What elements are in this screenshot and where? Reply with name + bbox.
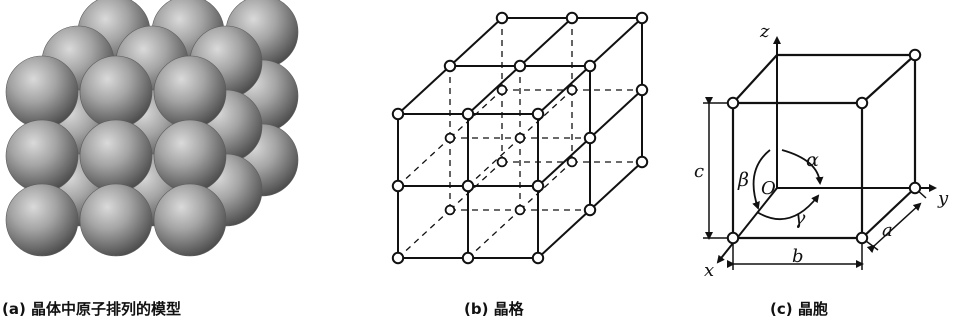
z-axis-label: z [759,21,770,42]
lattice-point [514,132,526,144]
unit-cell-diagram: z y x O c b a α β γ [694,21,949,281]
lattice-hidden-edge [467,209,521,259]
lattice-point [514,204,526,216]
lattice-point [583,131,597,145]
alpha-label: α [806,149,819,171]
dimension-a [866,202,922,253]
lattice-edge [449,17,503,67]
edge-b-label: b [792,246,804,267]
cell-corner-atoms [726,48,922,245]
lattice-edge [467,65,521,115]
atom-sphere [153,183,227,257]
lattice-point [531,107,545,121]
lattice-point [461,179,475,193]
lattice-point [583,203,597,217]
alpha-arc [781,149,824,185]
lattice-point [635,11,649,25]
dimension-lines [703,97,927,270]
lattice-point [444,204,456,216]
atom-sphere [153,119,227,193]
beta-label: β [737,169,749,191]
lattice-point [391,251,405,265]
lattice-point [495,11,509,25]
edge-c-label: c [694,161,704,182]
edge-a-label: a [882,220,893,241]
gamma-arc [756,194,820,221]
lattice-edge [589,17,643,67]
lattice-hidden-edge [397,137,451,187]
lattice-edge [589,161,643,211]
lattice-point [583,59,597,73]
lattice-hidden-edge [397,209,451,259]
x-axis-label: x [704,260,714,281]
lattice-edge [397,65,451,115]
caption-lattice: (b) 晶格 [464,300,524,318]
beta-arc [752,149,771,210]
y-axis-label: y [937,188,949,209]
lattice-edge [589,89,643,139]
lattice-point [391,179,405,193]
lattice-point [443,59,457,73]
lattice-point [531,179,545,193]
atom-sphere [79,119,153,193]
x-axis [716,187,778,264]
crystal-lattice [391,11,649,265]
lattice-edge [537,65,591,115]
caption-unit-cell: (c) 晶胞 [770,300,828,318]
lattice-point [461,107,475,121]
lattice-point [565,11,579,25]
angle-arcs [752,149,824,221]
lattice-hidden-edge [467,137,521,187]
lattice-point [391,107,405,121]
lattice-edge [537,209,591,259]
lattice-point [444,132,456,144]
unit-cell-edges [731,53,917,240]
lattice-point [513,59,527,73]
lattice-hidden-edge [519,161,573,211]
lattice-point [496,84,508,96]
lattice-edge [537,137,591,187]
gamma-label: γ [794,207,806,229]
lattice-point [496,156,508,168]
lattice-point [461,251,475,265]
caption-atom-model: (a) 晶体中原子排列的模型 [2,300,182,318]
origin-label: O [761,178,776,199]
atom-sphere [5,119,79,193]
atom-packing-model [5,0,299,257]
atom-sphere [5,183,79,257]
atom-sphere [79,55,153,129]
atom-sphere [153,55,227,129]
lattice-point [566,84,578,96]
lattice-edge [519,17,573,67]
atom-sphere [5,55,79,129]
lattice-point [566,156,578,168]
lattice-point [531,251,545,265]
lattice-point [635,83,649,97]
lattice-hidden-edge [519,89,573,139]
lattice-point [635,155,649,169]
atom-sphere [79,183,153,257]
